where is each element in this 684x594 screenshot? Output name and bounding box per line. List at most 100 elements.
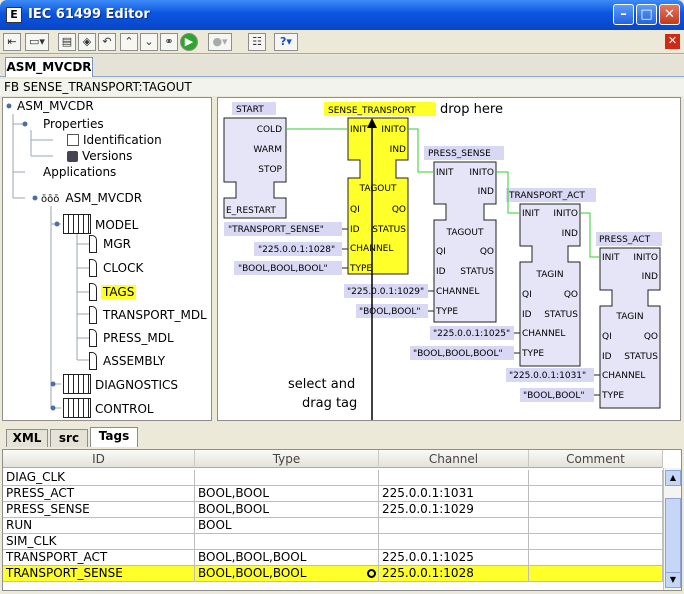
event-input: INIT [350,125,368,135]
tab-src[interactable]: src [50,429,88,447]
resource-icon [89,352,97,370]
column-header-type[interactable]: Type [195,450,379,468]
table-row[interactable]: DIAG_CLK [3,470,663,486]
data-input: TYPE [521,349,544,359]
tree-item-press-mdl[interactable]: PRESS_MDL [89,329,176,347]
tree-applications[interactable]: Applications [41,164,118,180]
param-value: "225.0.0.1:1025" [433,329,510,339]
properties-icon[interactable]: ☷ [248,33,266,51]
fb-start[interactable]: START COLD WARM STOP E_RESTART [223,102,287,219]
scroll-down-icon[interactable]: ▼ [665,572,681,588]
cell-comment [529,566,663,582]
fb-title-bg [232,102,276,115]
table-row[interactable]: PRESS_SENSE BOOL,BOOL 225.0.0.1:1029 [3,502,663,518]
fb-sense-transport[interactable]: SENSE_TRANSPORT INIT INITO IND TAGOUT QI… [224,102,436,275]
event-output: IND [390,145,406,155]
tree-diagnostics[interactable]: DIAGNOSTICS [63,374,180,394]
close-editor-icon[interactable]: ✕ [665,34,680,49]
cell-type: BOOL,BOOL [195,502,379,518]
device-icon [63,374,91,394]
fb-title-bg [424,146,504,160]
binoculars-icon[interactable]: ⚭ [160,33,178,51]
document-icon [67,134,79,146]
tree-control[interactable]: CONTROL [63,398,156,418]
document-tab-bar: ASM_MVCDR [0,55,684,77]
param-bg [520,388,594,402]
down-icon[interactable]: ⌄ [140,33,158,51]
fb-diagram-canvas[interactable]: START COLD WARM STOP E_RESTART SENSE_TRA… [217,97,681,421]
param-value: "225.0.0.1:1031" [509,371,586,381]
save-icon[interactable]: ▤ [58,33,76,51]
minimize-button[interactable]: – [613,4,634,25]
cell-comment [529,534,663,550]
tree-item-mgr[interactable]: MGR [89,235,133,253]
fb-path: FB SENSE_TRANSPORT:TAGOUT [0,79,684,96]
tree-item-tags[interactable]: TAGS [89,283,137,301]
data-input: QI [602,332,612,342]
param-value: "BOOL,BOOL" [359,307,421,317]
drop-here-annotation: drop here [440,102,503,117]
fb-body [433,161,497,323]
close-button[interactable]: ✕ [659,4,680,25]
fb-network-svg: START COLD WARM STOP E_RESTART SENSE_TRA… [223,102,662,420]
cell-type: BOOL,BOOL,BOOL [195,566,379,582]
cell-id: TRANSPORT_SENSE [3,566,195,582]
tab-tags[interactable]: Tags [90,427,138,447]
table-scrollbar[interactable]: ▲ ▼ [663,468,681,590]
table-row[interactable]: SIM_CLK [3,534,663,550]
fb-press-sense[interactable]: PRESS_SENSE INIT INITO IND TAGOUT QI ID … [344,146,504,323]
event-connections [286,128,600,258]
cell-id: RUN [3,518,195,534]
up-icon[interactable]: ⌃ [120,33,138,51]
column-header-id[interactable]: ID [3,450,195,468]
table-row[interactable]: TRANSPORT_ACT BOOL,BOOL,BOOL 225.0.0.1:1… [3,550,663,566]
undo-icon[interactable]: ↶ [98,33,116,51]
new-dropdown-icon[interactable]: ▭▾ [25,33,49,51]
save-all-icon[interactable]: ◈ [78,33,96,51]
fb-title: START [236,105,264,115]
table-row-selected[interactable]: TRANSPORT_SENSE BOOL,BOOL,BOOL 225.0.0.1… [3,566,663,582]
param-bg [344,284,428,298]
data-input: TYPE [435,307,458,317]
data-output: QO [480,247,494,257]
scroll-up-icon[interactable]: ▲ [665,470,681,486]
cell-channel: 225.0.0.1:1031 [379,486,529,502]
event-output: IND [562,229,578,239]
tree-identification[interactable]: Identification [67,132,164,148]
table-row[interactable]: PRESS_ACT BOOL,BOOL 225.0.0.1:1031 [3,486,663,502]
column-header-comment[interactable]: Comment [529,450,663,468]
tree-versions[interactable]: Versions [67,148,134,164]
tree-model[interactable]: MODEL [63,214,140,234]
record-dropdown-icon[interactable]: ●▾ [208,33,232,51]
scroll-thumb[interactable] [665,498,681,574]
param-bg [430,326,514,340]
tree-control-label: CONTROL [95,402,154,416]
tree-item-label: TRANSPORT_MDL [103,308,207,322]
data-output: QO [644,332,658,342]
tree-root[interactable]: ASM_MVCDR [15,98,96,114]
fb-press-act[interactable]: PRESS_ACT INIT INITO IND TAGIN QI ID CHA… [506,232,662,409]
table-row[interactable]: RUN BOOL [3,518,663,534]
param-bg [224,222,342,236]
fb-transport-act[interactable]: TRANSPORT_ACT INIT INITO IND TAGIN QI ID… [410,188,596,367]
tree-item-transport-mdl[interactable]: TRANSPORT_MDL [89,306,209,324]
data-output: STATUS [372,225,406,235]
column-header-channel[interactable]: Channel [379,450,529,468]
tree-item-label: CLOCK [103,261,144,275]
tree-properties[interactable]: Properties [41,116,106,132]
run-icon[interactable]: ▶ [180,33,198,51]
maximize-button[interactable]: □ [636,4,657,25]
tree-item-clock[interactable]: CLOCK [89,259,145,277]
resource-icon [89,283,97,301]
tab-xml[interactable]: XML [6,429,48,447]
event-output: INITO [381,125,406,135]
data-input: ID [522,310,532,320]
back-icon[interactable]: ⇤ [3,33,21,51]
cell-id: PRESS_ACT [3,486,195,502]
cell-comment [529,550,663,566]
window-title: IEC 61499 Editor [28,7,150,22]
tree-item-assembly[interactable]: ASSEMBLY [89,352,167,370]
help-dropdown-icon[interactable]: ?▾ [274,33,298,51]
tab-asm-mvcdr[interactable]: ASM_MVCDR [5,57,93,77]
